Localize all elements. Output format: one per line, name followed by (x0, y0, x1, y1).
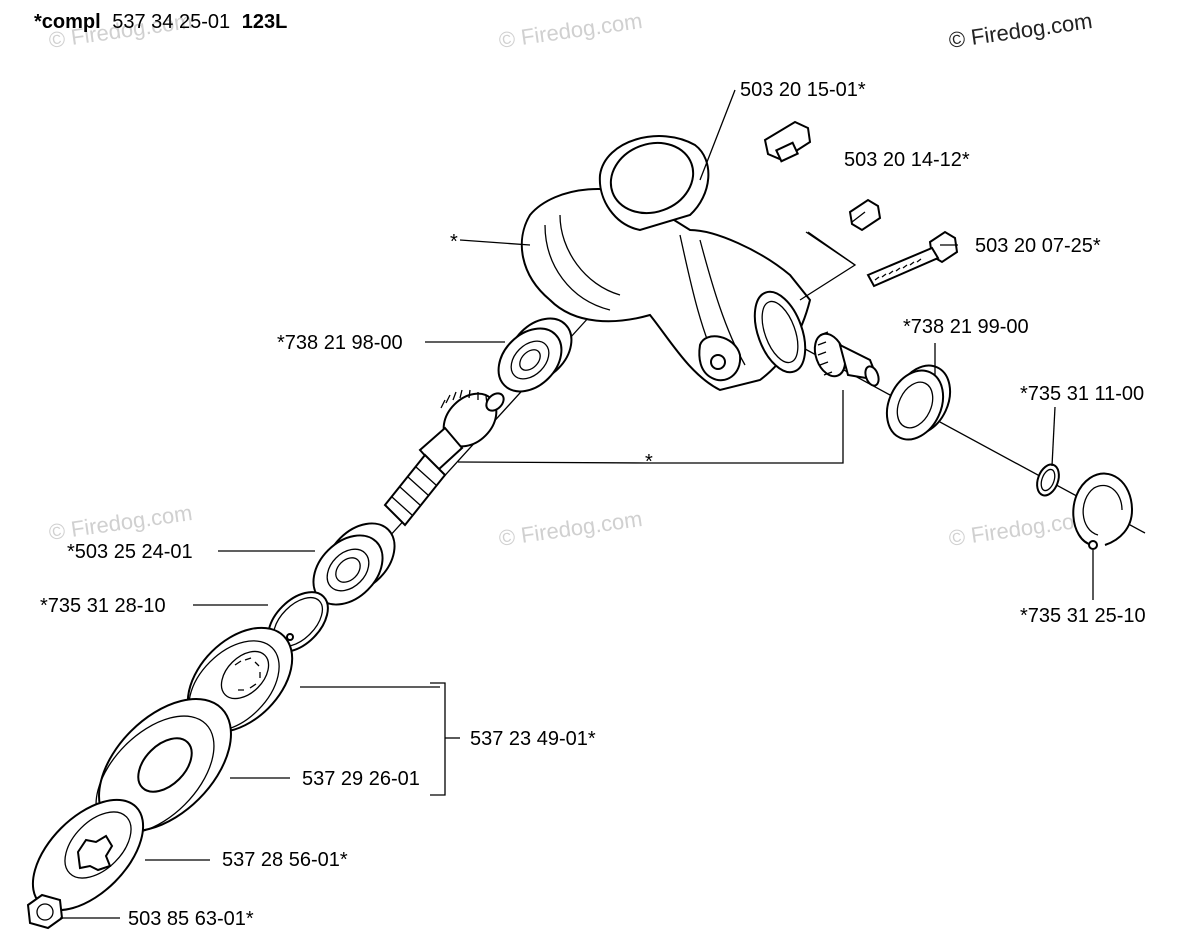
label-735-31-11-00: *735 31 11-00 (1020, 383, 1144, 405)
label-503-20-07-25: 503 20 07-25* (975, 235, 1101, 257)
label-537-23-49-01: 537 23 49-01* (470, 728, 596, 750)
label-star-gears: * (645, 451, 653, 473)
bevel-gear-shaft (383, 389, 505, 527)
bearing-shaft (312, 522, 396, 606)
bearing-upper (497, 317, 573, 393)
label-star-housing: * (450, 231, 458, 253)
leader-lines (60, 89, 1094, 919)
small-screw (848, 198, 882, 232)
plug-bolt (763, 120, 812, 163)
pinion-gear (813, 331, 880, 387)
lock-nut (26, 893, 64, 930)
label-503-20-14-12: 503 20 14-12* (844, 149, 970, 171)
gear-housing (520, 135, 812, 392)
bearing-lower (885, 364, 952, 441)
label-735-31-28-10: *735 31 28-10 (40, 595, 166, 617)
thrust-cup (31, 798, 145, 912)
long-screw (866, 230, 959, 288)
page-title: *compl 537 34 25-01 123L (34, 11, 287, 33)
label-735-31-25-10: *735 31 25-10 (1020, 605, 1146, 627)
label-738-21-98-00: *738 21 98-00 (277, 332, 403, 354)
watermark-tile: © Firedog.com (497, 8, 644, 53)
retaining-ring-small (1036, 463, 1060, 497)
label-537-29-26-01: 537 29 26-01 (302, 768, 420, 790)
watermark-corner: © Firedog.com (947, 8, 1094, 53)
title-prefix: *compl (34, 11, 101, 33)
label-738-21-99-00: *738 21 99-00 (903, 316, 1029, 338)
watermark-tile: © Firedog.com (497, 506, 644, 551)
label-537-28-56-01: 537 28 56-01* (222, 849, 348, 871)
title-model: 123L (242, 11, 288, 33)
title-code: 537 34 25-01 (112, 11, 230, 33)
part-labels: 503 20 15-01* 503 20 14-12* 503 20 07-25… (40, 79, 1146, 930)
label-503-85-63-01: 503 85 63-01* (128, 908, 254, 930)
circlip-large (1072, 472, 1134, 550)
watermark-tile: © Firedog.com (47, 500, 194, 545)
label-503-20-15-01: 503 20 15-01* (740, 79, 866, 101)
watermark-tile: © Firedog.com (947, 506, 1094, 551)
label-503-25-24-01: *503 25 24-01 (67, 541, 193, 563)
